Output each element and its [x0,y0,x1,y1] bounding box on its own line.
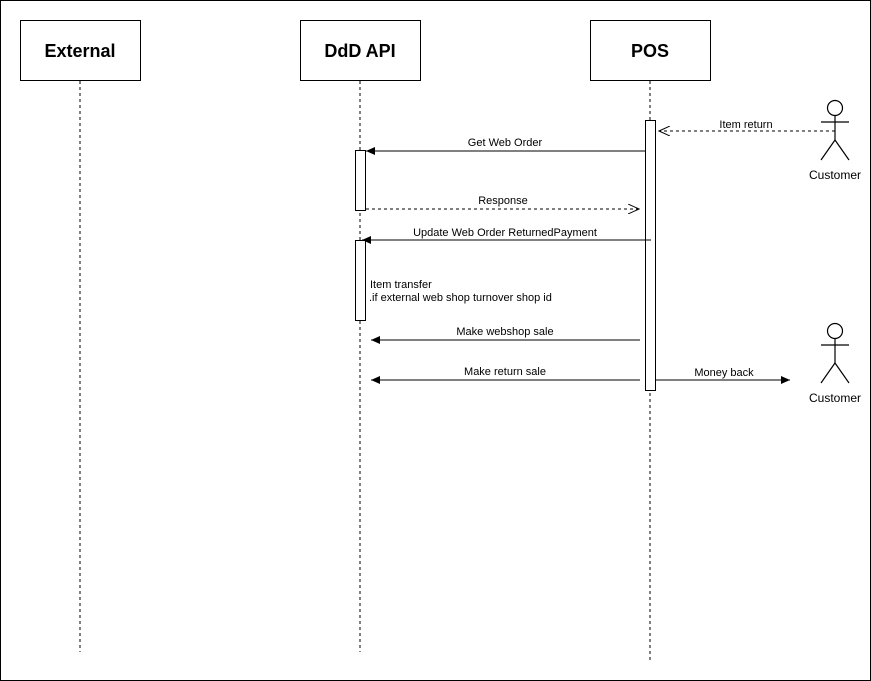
money-back-label: Money back [694,367,754,379]
get-web-order-label: Get Web Order [468,137,543,149]
update-web-order-label: Update Web Order ReturnedPayment [413,227,597,239]
ddd-api-activation-bar-2 [355,240,366,321]
make-return-sale-label: Make return sale [464,366,546,378]
ddd-api-activation-bar-1 [355,150,366,211]
item-return-label: Item return [719,119,772,131]
response-label: Response [478,195,528,207]
participant-ddd-api-label: DdD API [324,41,395,61]
participant-external-label: External [44,41,115,61]
participant-pos[interactable]: POS [590,20,711,81]
participant-ddd-api[interactable]: DdD API [300,20,421,81]
customer-actor-top[interactable] [820,99,850,161]
customer-actor-bottom[interactable] [820,322,850,384]
pos-activation-bar [645,120,656,391]
make-webshop-sale-label: Make webshop sale [456,326,553,338]
customer-bottom-head-icon [826,322,844,340]
participant-pos-label: POS [631,41,669,61]
customer-top-head-icon [826,99,844,117]
customer-top-label: Customer [809,168,861,182]
item-transfer-label: Item transfer [370,279,432,291]
participant-external[interactable]: External [20,20,141,81]
customer-bottom-label: Customer [809,391,861,405]
item-transfer-condition-label: .if external web shop turnover shop id [369,292,552,304]
